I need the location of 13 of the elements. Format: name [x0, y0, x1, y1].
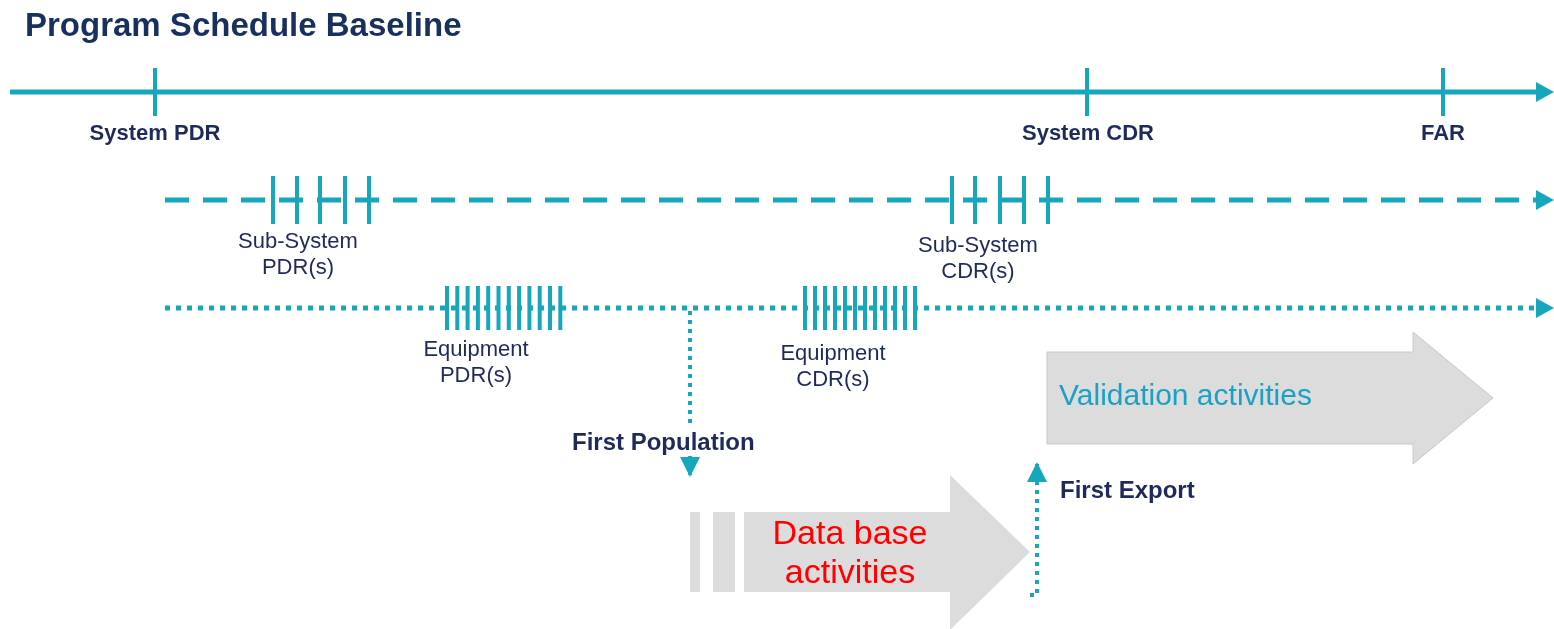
- milestone-label: Sub-System PDR(s): [237, 228, 359, 281]
- milestone-label: Sub-System CDR(s): [917, 232, 1039, 285]
- activity-label: Validation activities: [1059, 378, 1312, 412]
- dotted-arrow: [680, 311, 700, 477]
- milestone-label: FAR: [1420, 120, 1466, 147]
- milestone-label: Equipment PDR(s): [422, 336, 530, 389]
- edge-label: First Population: [572, 428, 755, 456]
- title: Program Schedule Baseline: [25, 6, 462, 44]
- dotted-arrow: [1027, 462, 1047, 597]
- activity-label: Data base activities: [771, 513, 929, 591]
- milestone-label: System PDR: [88, 120, 222, 147]
- milestone-label: Equipment CDR(s): [779, 340, 887, 393]
- milestone-label: System CDR: [1020, 120, 1155, 147]
